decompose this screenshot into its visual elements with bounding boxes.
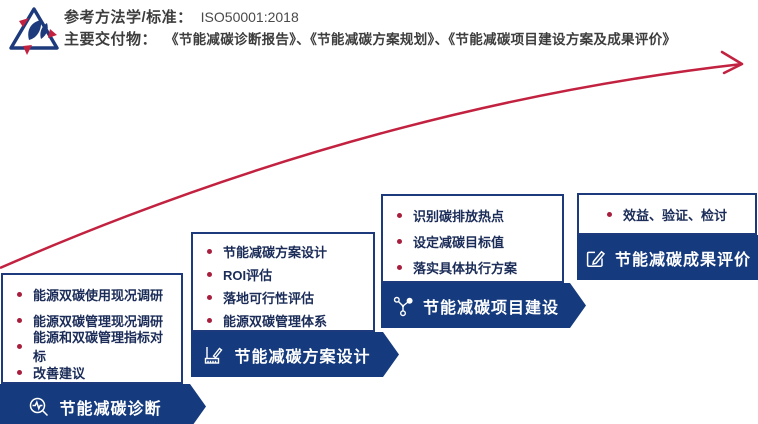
item-text: 落地可行性评估 — [223, 291, 315, 306]
bullet-dot — [207, 295, 212, 300]
list-item: 改善建议 — [17, 359, 173, 385]
item-text: 能源双碳管理体系 — [223, 314, 328, 329]
item-text: 能源双碳使用现况调研 — [33, 287, 164, 303]
list-item: 落地可行性评估 — [207, 286, 365, 309]
list-item: ROI评估 — [207, 263, 365, 286]
list-item: 识别碳排放热点 — [397, 202, 554, 228]
diagnosis-search-icon — [28, 396, 50, 418]
step-banner-design: 节能减碳方案设计 — [191, 332, 399, 377]
item-text: 改善建议 — [33, 365, 86, 381]
item-list: 节能减碳方案设计 ROI评估 落地可行性评估 能源双碳管理体系 — [193, 234, 373, 332]
item-text: ROI评估 — [223, 268, 273, 283]
step-title: 节能减碳方案设计 — [234, 348, 371, 366]
bullet-dot — [207, 249, 212, 254]
method-row: 参考方法学/标准： ISO50001:2018 — [64, 6, 754, 29]
bullet-dot — [397, 212, 402, 218]
step-panel-construction: 识别碳排放热点 设定减碳目标值 落实具体执行方案 — [381, 194, 564, 283]
deliverables-value: 《节能减碳诊断报告》、《节能减碳方案规划》、《节能减碳项目建设方案及成果评价》 — [165, 32, 677, 47]
bullet-dot — [207, 318, 212, 323]
step-panel-diagnosis: 能源双碳使用现况调研 能源双碳管理现况调研 能源和双碳管理指标对标 改善建议 — [1, 273, 183, 384]
item-text: 设定减碳目标值 — [413, 234, 505, 250]
bullet-dot — [17, 369, 22, 375]
list-item: 节能减碳方案设计 — [207, 240, 365, 263]
step-banner-construction: 节能减碳项目建设 — [381, 283, 586, 328]
item-text: 节能减碳方案设计 — [223, 245, 328, 260]
item-list: 识别碳排放热点 设定减碳目标值 落实具体执行方案 — [383, 196, 562, 280]
step-panel-evaluation: 效益、验证、检讨 — [577, 193, 757, 235]
bullet-dot — [17, 317, 22, 323]
step-title: 节能减碳诊断 — [59, 400, 162, 418]
bullet-dot — [606, 211, 612, 217]
step-title: 节能减碳成果评价 — [614, 251, 751, 269]
bullet-dot — [17, 343, 22, 349]
item-text: 能源和双碳管理指标对标 — [33, 330, 164, 364]
method-label: 参考方法学/标准： — [64, 9, 193, 26]
bullet-dot — [17, 291, 22, 297]
deliverables-label: 主要交付物： — [64, 31, 158, 48]
step-banner-diagnosis: 节能减碳诊断 — [0, 384, 206, 424]
list-item: 效益、验证、检讨 — [606, 205, 727, 224]
header: 参考方法学/标准： ISO50001:2018 主要交付物： 《节能减碳诊断报告… — [64, 6, 754, 51]
item-text: 能源双碳管理现况调研 — [33, 313, 164, 329]
edit-square-icon — [584, 247, 606, 269]
item-text: 识别碳排放热点 — [413, 208, 505, 224]
list-item: 落实具体执行方案 — [397, 254, 554, 280]
bullet-dot — [207, 272, 212, 277]
item-list: 效益、验证、检讨 — [606, 205, 727, 224]
list-item: 能源和双碳管理指标对标 — [17, 330, 173, 364]
step-banner-evaluation: 节能减碳成果评价 — [577, 235, 758, 280]
design-ruler-pencil-icon — [203, 344, 225, 366]
item-list: 能源双碳使用现况调研 能源双碳管理现况调研 能源和双碳管理指标对标 改善建议 — [3, 275, 181, 385]
bullet-dot — [397, 238, 402, 244]
method-value: ISO50001:2018 — [200, 9, 299, 25]
item-text: 效益、验证、检讨 — [622, 207, 727, 223]
list-item: 能源双碳管理现况调研 — [17, 307, 173, 333]
recycle-leaf-logo — [6, 4, 62, 56]
network-nodes-icon — [392, 295, 414, 317]
bullet-dot — [397, 264, 402, 270]
list-item: 设定减碳目标值 — [397, 228, 554, 254]
item-text: 落实具体执行方案 — [413, 260, 518, 276]
step-panel-design: 节能减碳方案设计 ROI评估 落地可行性评估 能源双碳管理体系 — [191, 232, 375, 332]
step-title: 节能减碳项目建设 — [422, 299, 559, 317]
deliverables-row: 主要交付物： 《节能减碳诊断报告》、《节能减碳方案规划》、《节能减碳项目建设方案… — [64, 29, 754, 51]
list-item: 能源双碳管理体系 — [207, 309, 365, 332]
list-item: 能源双碳使用现况调研 — [17, 281, 173, 307]
